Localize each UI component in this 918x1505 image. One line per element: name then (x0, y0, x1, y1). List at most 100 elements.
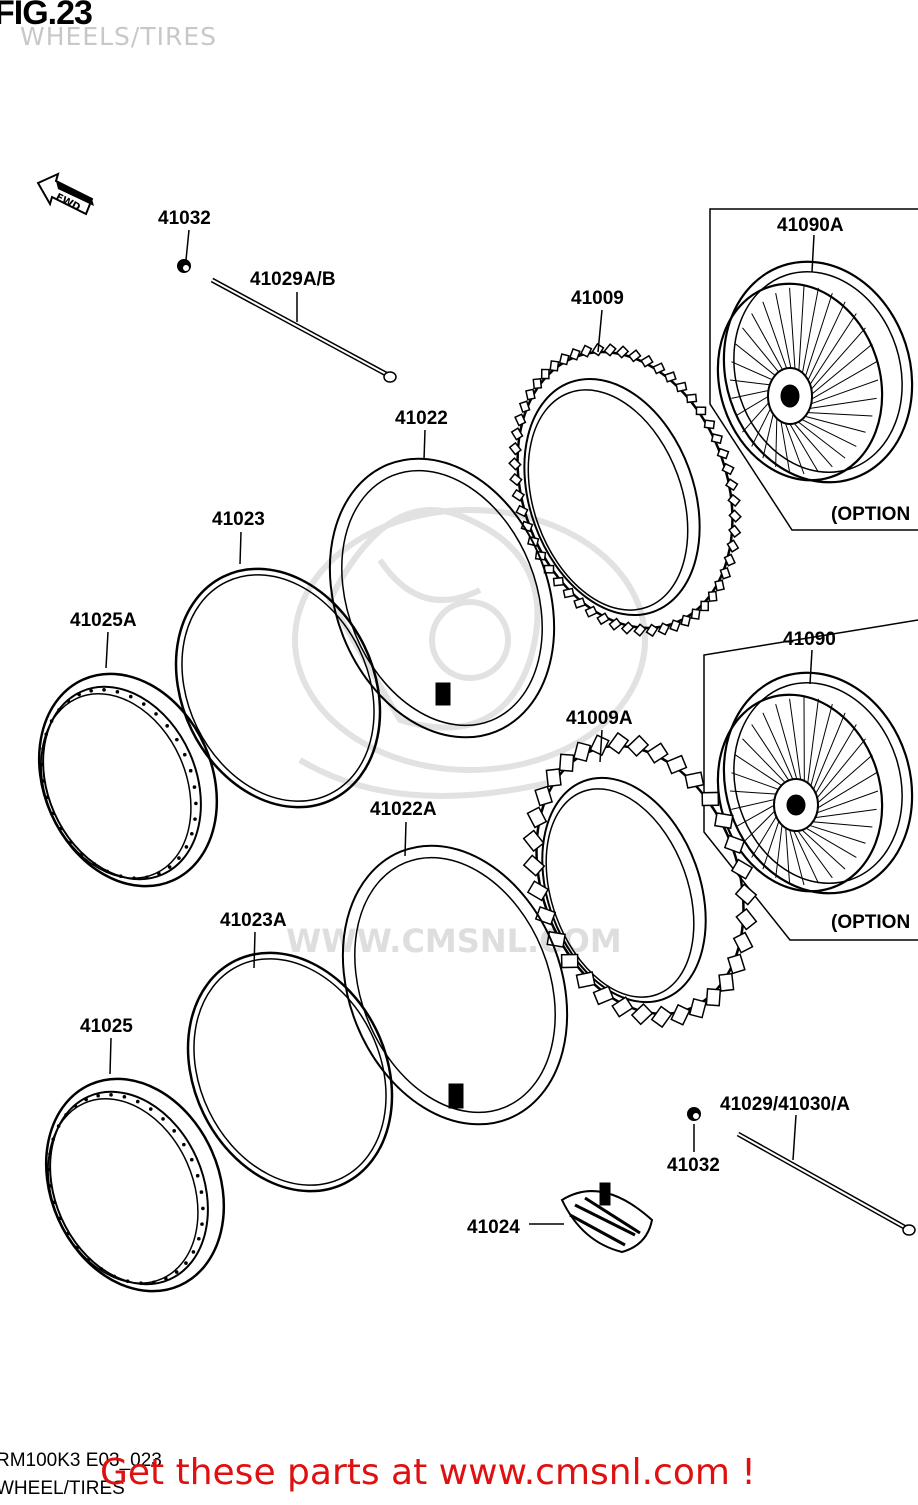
spoke (794, 415, 857, 446)
tread-knob (590, 735, 608, 755)
spoke-hole (51, 811, 55, 815)
spoke (742, 328, 783, 378)
spoke-hole (66, 1232, 70, 1236)
spoke (802, 398, 877, 409)
spoke-hole (194, 802, 198, 806)
spoked-wheel-41090 (693, 648, 918, 918)
spoke-hole (74, 1104, 78, 1108)
spoke-hole (112, 1275, 116, 1279)
spoke (800, 824, 857, 857)
spoke (805, 302, 846, 388)
axle-41029AB (212, 280, 396, 382)
spoke-hole (200, 1222, 204, 1226)
tread-knob (687, 394, 697, 402)
spoke-hole (57, 1124, 61, 1128)
tread-knob (524, 855, 544, 875)
part-label-41025A: 41025A (70, 610, 137, 631)
tread-knob (527, 807, 546, 827)
tread-knob (715, 813, 733, 828)
spoke-hole (126, 1279, 130, 1283)
tread-knob (632, 1004, 652, 1024)
tread-knob (653, 363, 664, 373)
spoke-hole (53, 1200, 57, 1204)
spoke-hole (192, 1250, 196, 1254)
part-label-41022A: 41022A (370, 799, 437, 820)
part-label-41090: 41090 (783, 629, 836, 650)
spoke-hole (51, 1137, 55, 1141)
tread-knob (718, 449, 729, 459)
part-label-41032: 41032 (158, 208, 211, 229)
tread-knob (581, 346, 591, 357)
spoke-hole (119, 874, 123, 878)
option-label-top: (OPTION (831, 504, 910, 525)
nut-41032-bottom (687, 1107, 701, 1121)
tread-knob (560, 754, 574, 771)
tread-knob (533, 379, 541, 389)
figure-subtitle: WHEELS/TIRES (20, 22, 217, 51)
tread-knob (706, 989, 720, 1006)
rim-41025 (14, 1050, 257, 1319)
tube-41022A (303, 812, 607, 1158)
part-label-41009: 41009 (571, 288, 624, 309)
part-label-41090A: 41090A (777, 215, 844, 236)
spoke-hole (152, 1280, 156, 1284)
tread-knob (736, 884, 756, 904)
spoke-hole (76, 1245, 80, 1249)
spoke-hole (183, 753, 187, 757)
tire-41009A (501, 717, 780, 1043)
spoke (807, 699, 819, 791)
tread-knob (550, 361, 558, 371)
spoke-hole (96, 1094, 100, 1098)
spoke-hole (102, 688, 106, 692)
spoke-hole (59, 827, 63, 831)
tread-knob (562, 954, 578, 967)
tread-knob (722, 464, 733, 474)
spoke (798, 286, 804, 379)
promo-link[interactable]: Get these parts at www.cmsnl.com ! (100, 1452, 756, 1493)
tread-knob (696, 407, 705, 414)
spoke-hole (89, 689, 93, 693)
spoke (803, 823, 866, 843)
tread-knob (665, 372, 676, 382)
spoke-hole (161, 1117, 165, 1121)
part-label-41029AB: 41029A/B (250, 269, 336, 290)
part-label-41025: 41025 (80, 1016, 133, 1037)
spoke-hole (193, 785, 197, 789)
spoke-hole (123, 1095, 127, 1099)
spoke-hole (109, 1093, 113, 1097)
part-label-41022: 41022 (395, 408, 448, 429)
tread-knob (719, 974, 734, 991)
spoke-hole (48, 1152, 52, 1156)
spoke-hole (80, 852, 84, 856)
axle-41029-41030A (738, 1134, 915, 1235)
tread-knob (734, 933, 753, 953)
spoke-hole (200, 1190, 204, 1194)
tread-knob (577, 972, 595, 988)
spoke-hole (196, 1174, 200, 1178)
spoke-hole (77, 693, 81, 697)
tread-knob (667, 756, 687, 774)
tread-knob (594, 986, 614, 1004)
part-label-41032b: 41032 (667, 1155, 720, 1176)
spoke-hole (69, 840, 73, 844)
tread-knob (701, 601, 708, 610)
spoke (776, 704, 799, 785)
spoke-hole (149, 1107, 153, 1111)
spoke-hole (41, 747, 45, 751)
tread-knob (712, 434, 722, 443)
spoke-hole (57, 708, 61, 712)
tread-knob (554, 578, 564, 586)
part-label-41029_41030A: 41029/41030/A (720, 1094, 850, 1115)
spoke-hole (157, 872, 161, 876)
spoke-hole (136, 1100, 140, 1104)
spoke-hole (172, 1129, 176, 1133)
spoke-hole (84, 1098, 88, 1102)
spoke (805, 821, 872, 827)
spoke-hole (40, 763, 44, 767)
part-label-41023A: 41023A (220, 910, 287, 931)
spoke (797, 414, 866, 432)
rim-band-41023A (149, 918, 430, 1225)
fwd-direction-arrow-icon: FWD (38, 174, 94, 214)
spoke-hole (201, 1207, 205, 1211)
